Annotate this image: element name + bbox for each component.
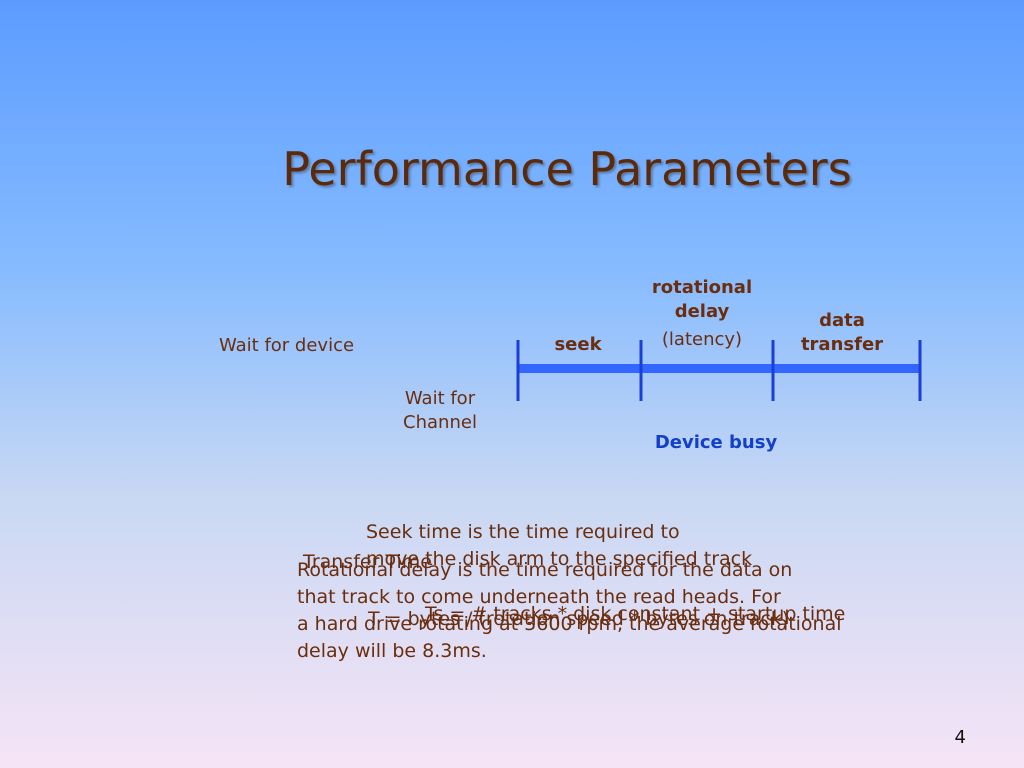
data-transfer-line2: transfer (800, 334, 884, 355)
seek-label: seek (554, 334, 602, 355)
seek-time-line1: Seek time is the time required to (366, 521, 680, 543)
page-number: 4 (954, 727, 966, 748)
slide-title: Performance Parameters (282, 142, 852, 196)
timeline-bar (518, 364, 920, 373)
rotational-text-line3: a hard drive rotating at 3600 rpm, the a… (297, 613, 842, 635)
wait-for-channel-line2: Channel (403, 412, 477, 433)
seek-time-line2: move the disk arm to the specified track (366, 548, 753, 570)
device-busy-label: Device busy (654, 432, 778, 453)
data-transfer-line1: data (819, 310, 865, 331)
seek-formula: Ts = # tracks * disk constant + startup … (425, 603, 846, 625)
rotational-delay-line1: rotational (651, 277, 753, 298)
rotational-delay-line2: delay (674, 301, 730, 322)
transfer-time-text: Transfer Time (303, 551, 432, 573)
data-transfer-label: data transfer (782, 309, 902, 357)
rotational-text-line1: Rotational delay is the time required fo… (297, 559, 793, 581)
wait-for-channel-line1: Wait for (404, 388, 476, 409)
rotational-text-line2: that track to come underneath the read h… (297, 586, 781, 608)
latency-label: (latency) (661, 329, 743, 350)
rotational-text-line4: delay will be 8.3ms. (297, 640, 487, 662)
transfer-formula: T = bytes / (rotation speed * bytes on t… (368, 608, 790, 630)
wait-for-device-label: Wait for device (219, 335, 355, 356)
wait-for-channel-label: Wait for Channel (385, 387, 495, 435)
seek-time-text: Seek time is the time required to move t… (366, 519, 752, 573)
rotational-delay-label: rotational delay (latency) (636, 276, 768, 352)
rotational-delay-text: Rotational delay is the time required fo… (297, 557, 842, 665)
